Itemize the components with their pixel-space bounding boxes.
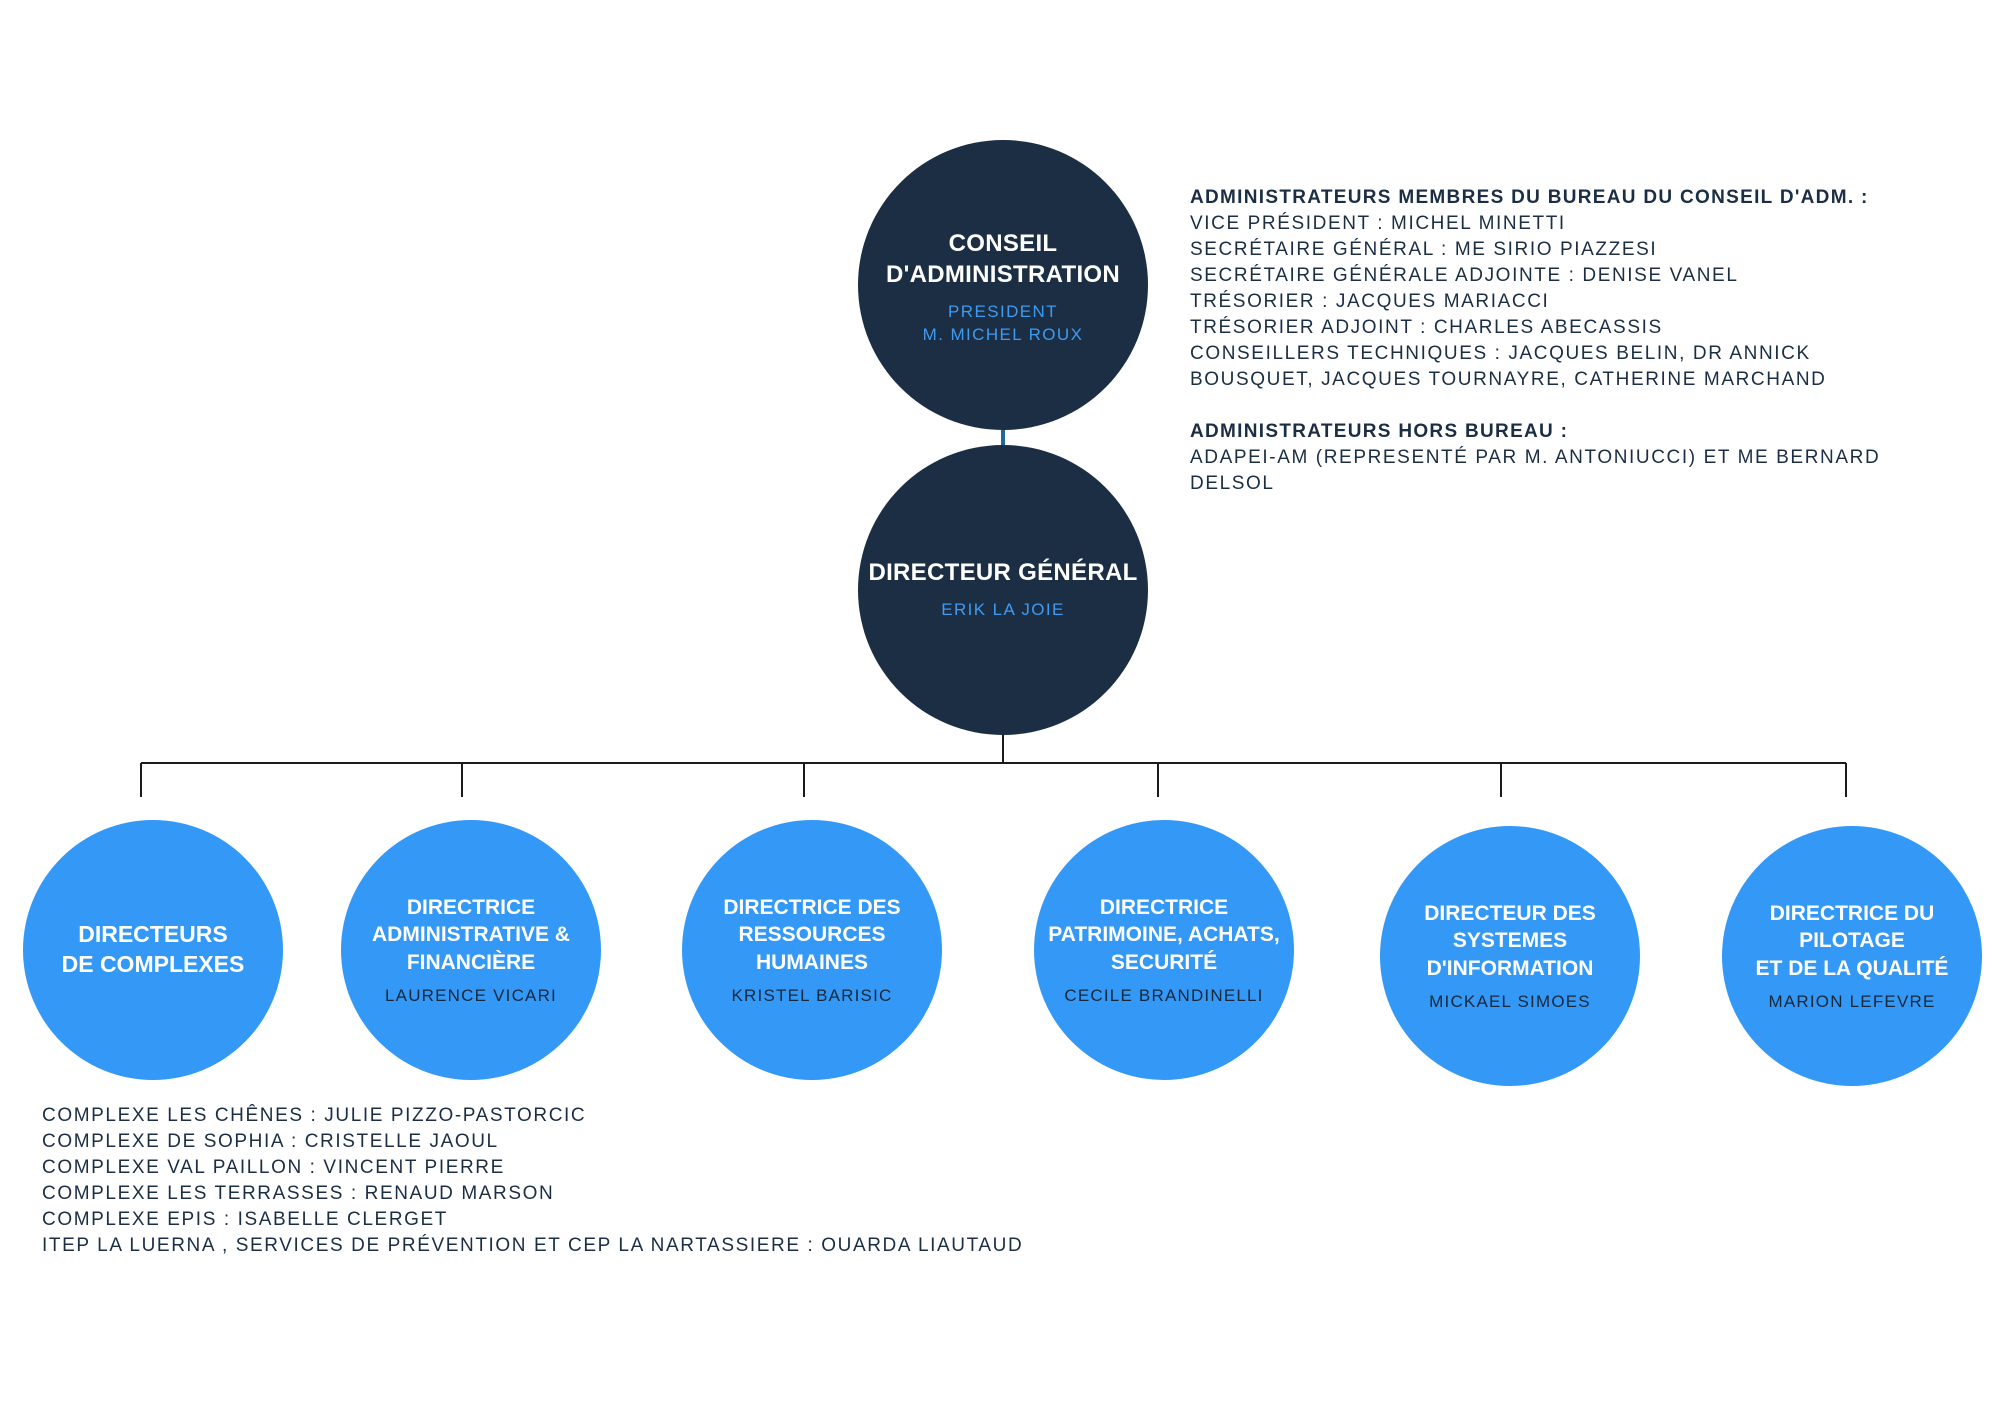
direction-name: CECILE BRANDINELLI bbox=[1064, 985, 1264, 1005]
direction-pilotage-qualite-node: DIRECTRICE DU PILOTAGE ET DE LA QUALITÉ … bbox=[1722, 826, 1982, 1086]
direction-title: DIRECTRICE ADMINISTRATIVE & FINANCIÈRE bbox=[372, 896, 570, 974]
bureau-members-block: ADMINISTRATEURS MEMBRES DU BUREAU DU CON… bbox=[1190, 185, 1880, 497]
bureau-line: SECRÉTAIRE GÉNÉRAL : ME SIRIO PIAZZESI bbox=[1190, 239, 1658, 260]
direction-title: DIRECTEUR DES SYSTEMES D'INFORMATION bbox=[1424, 902, 1596, 980]
direction-title: DIRECTRICE DES RESSOURCES HUMAINES bbox=[723, 896, 901, 974]
direction-ressources-humaines-node: DIRECTRICE DES RESSOURCES HUMAINES KRIST… bbox=[682, 820, 942, 1080]
direction-name: MARION LEFEVRE bbox=[1768, 991, 1936, 1011]
direction-patrimoine-node: DIRECTRICE PATRIMOINE, ACHATS, SECURITÉ … bbox=[1034, 820, 1294, 1080]
complexe-item: COMPLEXE DE SOPHIA : CRISTELLE JAOUL bbox=[42, 1131, 499, 1152]
complexe-item: COMPLEXE EPIS : ISABELLE CLERGET bbox=[42, 1209, 448, 1230]
bureau-line: TRÉSORIER : JACQUES MARIACCI bbox=[1190, 291, 1550, 312]
direction-name: MICKAEL SIMOES bbox=[1429, 991, 1591, 1011]
direction-title: DIRECTRICE PATRIMOINE, ACHATS, SECURITÉ bbox=[1048, 896, 1280, 974]
bureau-line: TRÉSORIER ADJOINT : CHARLES ABECASSIS bbox=[1190, 317, 1663, 338]
complexes-list: COMPLEXE LES CHÊNES : JULIE PIZZO-PASTOR… bbox=[42, 1103, 1023, 1259]
directeurs-complexes-node: DIRECTEURS DE COMPLEXES bbox=[23, 820, 283, 1080]
complexe-item: COMPLEXE VAL PAILLON : VINCENT PIERRE bbox=[42, 1157, 505, 1178]
complexe-item: ITEP LA LUERNA , SERVICES DE PRÉVENTION … bbox=[42, 1235, 1024, 1256]
direction-title: DIRECTRICE DU PILOTAGE ET DE LA QUALITÉ bbox=[1755, 902, 1949, 980]
conseil-administration-node: CONSEIL D'ADMINISTRATION PRESIDENT M. MI… bbox=[858, 140, 1148, 430]
hors-bureau-line: DELSOL bbox=[1190, 473, 1275, 494]
direction-systemes-information-node: DIRECTEUR DES SYSTEMES D'INFORMATION MIC… bbox=[1380, 826, 1640, 1086]
direction-name: KRISTEL BARISIC bbox=[731, 985, 893, 1005]
bureau-heading: ADMINISTRATEURS MEMBRES DU BUREAU DU CON… bbox=[1190, 187, 1869, 208]
conseil-title: CONSEIL D'ADMINISTRATION bbox=[885, 230, 1121, 289]
bureau-line: BOUSQUET, JACQUES TOURNAYRE, CATHERINE M… bbox=[1190, 369, 1827, 390]
hors-bureau-line: ADAPEI-AM (REPRESENTÉ PAR M. ANTONIUCCI)… bbox=[1190, 447, 1881, 468]
directeur-general-name: ERIK LA JOIE bbox=[941, 599, 1065, 619]
bureau-line: CONSEILLERS TECHNIQUES : JACQUES BELIN, … bbox=[1190, 343, 1811, 364]
directeur-general-node: DIRECTEUR GÉNÉRAL ERIK LA JOIE bbox=[858, 445, 1148, 735]
direction-administrative-financiere-node: DIRECTRICE ADMINISTRATIVE & FINANCIÈRE L… bbox=[341, 820, 601, 1080]
hors-bureau-heading: ADMINISTRATEURS HORS BUREAU : bbox=[1190, 421, 1569, 442]
complexe-item: COMPLEXE LES CHÊNES : JULIE PIZZO-PASTOR… bbox=[42, 1105, 587, 1126]
direction-title: DIRECTEURS DE COMPLEXES bbox=[61, 921, 245, 977]
bureau-line: SECRÉTAIRE GÉNÉRALE ADJOINTE : DENISE VA… bbox=[1190, 265, 1739, 286]
complexe-item: COMPLEXE LES TERRASSES : RENAUD MARSON bbox=[42, 1183, 555, 1204]
conseil-president: PRESIDENT M. MICHEL ROUX bbox=[922, 301, 1084, 344]
bureau-line: VICE PRÉSIDENT : MICHEL MINETTI bbox=[1190, 213, 1566, 234]
direction-name: LAURENCE VICARI bbox=[385, 985, 557, 1005]
directeur-general-title: DIRECTEUR GÉNÉRAL bbox=[868, 559, 1138, 587]
